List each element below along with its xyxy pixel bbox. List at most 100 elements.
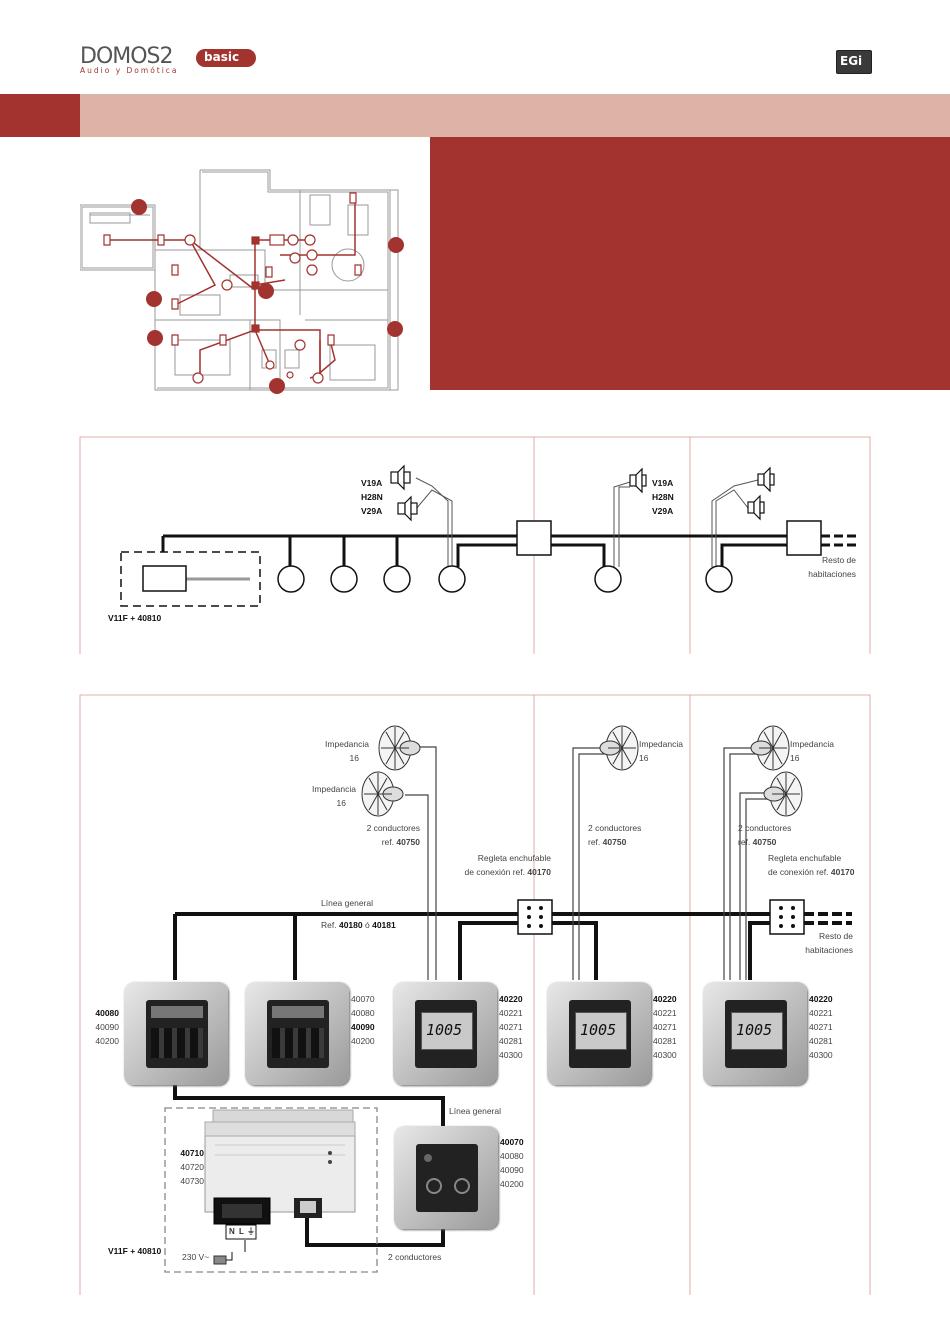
- module-buttons: [272, 1028, 324, 1058]
- brand-name: DOMOS2: [80, 44, 174, 69]
- egi-logo: EGi: [836, 50, 872, 74]
- resto-line: Resto de: [821, 555, 856, 565]
- code: 40281: [809, 1036, 833, 1046]
- module-lcd: [151, 1006, 203, 1018]
- module-lcd: 1005: [575, 1012, 627, 1050]
- code: 40271: [499, 1022, 523, 1032]
- source-ref-1: V11F + 40810: [108, 613, 162, 623]
- floor-plan-walls: [80, 169, 399, 391]
- code: 40200: [351, 1036, 375, 1046]
- diagram-2-speakers: [361, 725, 803, 817]
- speaker-icon: [747, 494, 765, 521]
- module-face: [416, 1144, 478, 1212]
- ceiling-speaker-icon: [750, 725, 790, 771]
- impedance-label-4: Impedancia 16: [790, 737, 834, 765]
- module-panel-6: [394, 1126, 498, 1229]
- conductores-label-1: 2 conductores ref. 40750: [340, 821, 420, 849]
- terminal-block: [225, 1224, 257, 1240]
- brand-logo: DOMOS2 basic Audio y Domótica: [80, 44, 270, 76]
- ground-icon: ⏚: [247, 1227, 255, 1236]
- code-primary: 40220: [809, 994, 833, 1004]
- module-panel-1: [124, 982, 228, 1085]
- conductores-label-2: 2 conductores ref. 40750: [588, 821, 641, 849]
- code: 40090: [95, 1022, 119, 1032]
- regleta-ref: de conexión ref. 40170: [450, 865, 552, 879]
- resto-habitaciones-2: Resto de habitaciones: [793, 929, 853, 957]
- module-face: [146, 1000, 208, 1068]
- regleta-label-2: Regleta enchufable de conexión ref. 4017…: [768, 851, 855, 879]
- code: 40221: [653, 1008, 677, 1018]
- impedance-text: Impedancia: [312, 784, 356, 794]
- impedance-text: Impedancia: [790, 739, 834, 749]
- diagram-2-speaker-wires: [405, 746, 772, 980]
- speaker-icon: [629, 467, 647, 494]
- ceiling-speaker-icon: [378, 725, 421, 771]
- impedance-value: 16: [790, 753, 800, 763]
- speaker-ref: V29A: [652, 506, 674, 516]
- dos-conductores-label: 2 conductores: [388, 1252, 442, 1262]
- junction-box-2: [786, 520, 822, 556]
- impedance-value: 16: [639, 753, 649, 763]
- code-primary: 40070: [500, 1137, 524, 1147]
- code-primary: 40090: [351, 1022, 375, 1032]
- voltage-label: 230 V~: [182, 1252, 210, 1262]
- code-primary: 40080: [95, 1008, 119, 1018]
- diagram-2-frame: [79, 694, 871, 1295]
- code: 40720: [180, 1162, 204, 1172]
- egi-logo-text: EGi: [840, 54, 863, 68]
- regleta-box-1: [517, 899, 553, 935]
- code: 40300: [499, 1050, 523, 1060]
- ceiling-speaker-icon: [763, 771, 803, 817]
- resto-habitaciones-1: Resto de habitaciones: [796, 553, 856, 581]
- impedance-value: 16: [349, 753, 359, 763]
- source-module: [142, 565, 187, 592]
- regleta-text: Regleta enchufable: [477, 853, 551, 863]
- regleta-label-1: Regleta enchufable de conexión ref. 4017…: [450, 851, 552, 879]
- code-primary: 40710: [180, 1148, 204, 1158]
- speaker-ref: V19A: [361, 478, 383, 488]
- code: 40080: [500, 1151, 524, 1161]
- speaker-icon: [757, 466, 775, 493]
- speaker-ref: H28N: [361, 492, 383, 502]
- speaker-icon: [390, 464, 411, 491]
- module-panel-4: 1005: [547, 982, 651, 1085]
- floor-plan: [80, 169, 404, 394]
- diagram-1-bus: [161, 534, 856, 567]
- resto-line: habitaciones: [805, 945, 853, 955]
- module-buttons: [151, 1028, 203, 1058]
- code: 40221: [809, 1008, 833, 1018]
- resto-line: Resto de: [818, 931, 853, 941]
- conductores-ref: ref. 40750: [588, 835, 641, 849]
- code: 40070: [351, 994, 375, 1004]
- code: 40281: [653, 1036, 677, 1046]
- module-panel-3: 1005: [393, 982, 497, 1085]
- junction-box-1: [516, 520, 552, 556]
- impedance-label-3: Impedancia 16: [639, 737, 683, 765]
- brand-edition: basic: [204, 50, 240, 64]
- diagram-1-speaker-wires: [415, 477, 759, 567]
- code: 40300: [809, 1050, 833, 1060]
- code-primary: 40220: [499, 994, 523, 1004]
- conductores-ref: ref. 40750: [340, 835, 420, 849]
- ref-prefix: Ref.: [321, 920, 337, 930]
- jack-right: [454, 1178, 470, 1194]
- module-panel-2: [245, 982, 349, 1085]
- ref-code: 40750: [602, 837, 627, 847]
- brand-tagline: Audio y Domótica: [80, 66, 179, 75]
- impedance-label-2: Impedancia 16: [287, 782, 356, 810]
- header-band: [80, 94, 950, 137]
- speaker-refs-right: V19A H28N V29A: [652, 476, 674, 518]
- module-face: 1005: [569, 1000, 631, 1068]
- module-face: 1005: [415, 1000, 477, 1068]
- speaker-icon: [397, 495, 418, 522]
- header-band-accent: [0, 94, 80, 137]
- psu-dashed-box: [164, 1107, 378, 1273]
- impedance-value: 16: [336, 798, 346, 808]
- impedance-text: Impedancia: [325, 739, 369, 749]
- module-lcd: 1005: [731, 1012, 783, 1050]
- diagram-1-speakers: [390, 464, 775, 522]
- floor-plan-zone-markers: [131, 199, 404, 394]
- ref-prefix: ref.: [588, 837, 601, 847]
- ceiling-speaker-icon: [361, 771, 404, 817]
